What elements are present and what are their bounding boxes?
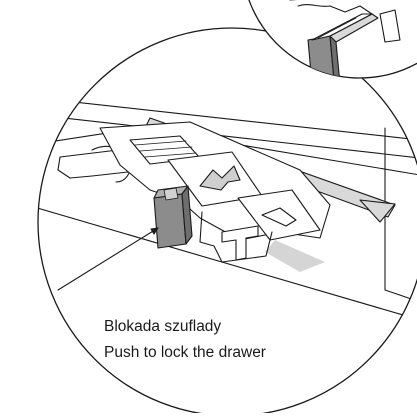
inset-edge	[329, 5, 373, 15]
inset-loop	[297, 4, 331, 7]
drawer-front-bottom	[38, 199, 417, 321]
tile-2-mark	[261, 207, 297, 227]
main-detail-view	[37, 27, 417, 417]
t-slot	[221, 225, 259, 261]
inset-detail-view	[248, 0, 417, 79]
leader-arrowhead	[150, 227, 159, 235]
push-arrow-icon	[199, 165, 241, 191]
label-english: Push to lock the drawer	[104, 344, 266, 361]
shadow-area	[265, 240, 325, 272]
rail-tip	[359, 199, 396, 223]
symbol-tile-2	[237, 189, 321, 241]
inset-latch	[307, 13, 379, 78]
label-polish: Blokada szuflady	[104, 318, 222, 335]
leader-line	[57, 227, 159, 291]
inset-panel	[379, 9, 401, 43]
side-panel	[384, 127, 417, 303]
bracket-lower	[199, 211, 273, 263]
slot-hatch-lines	[134, 140, 197, 158]
drawer-lock-latch	[153, 185, 193, 249]
